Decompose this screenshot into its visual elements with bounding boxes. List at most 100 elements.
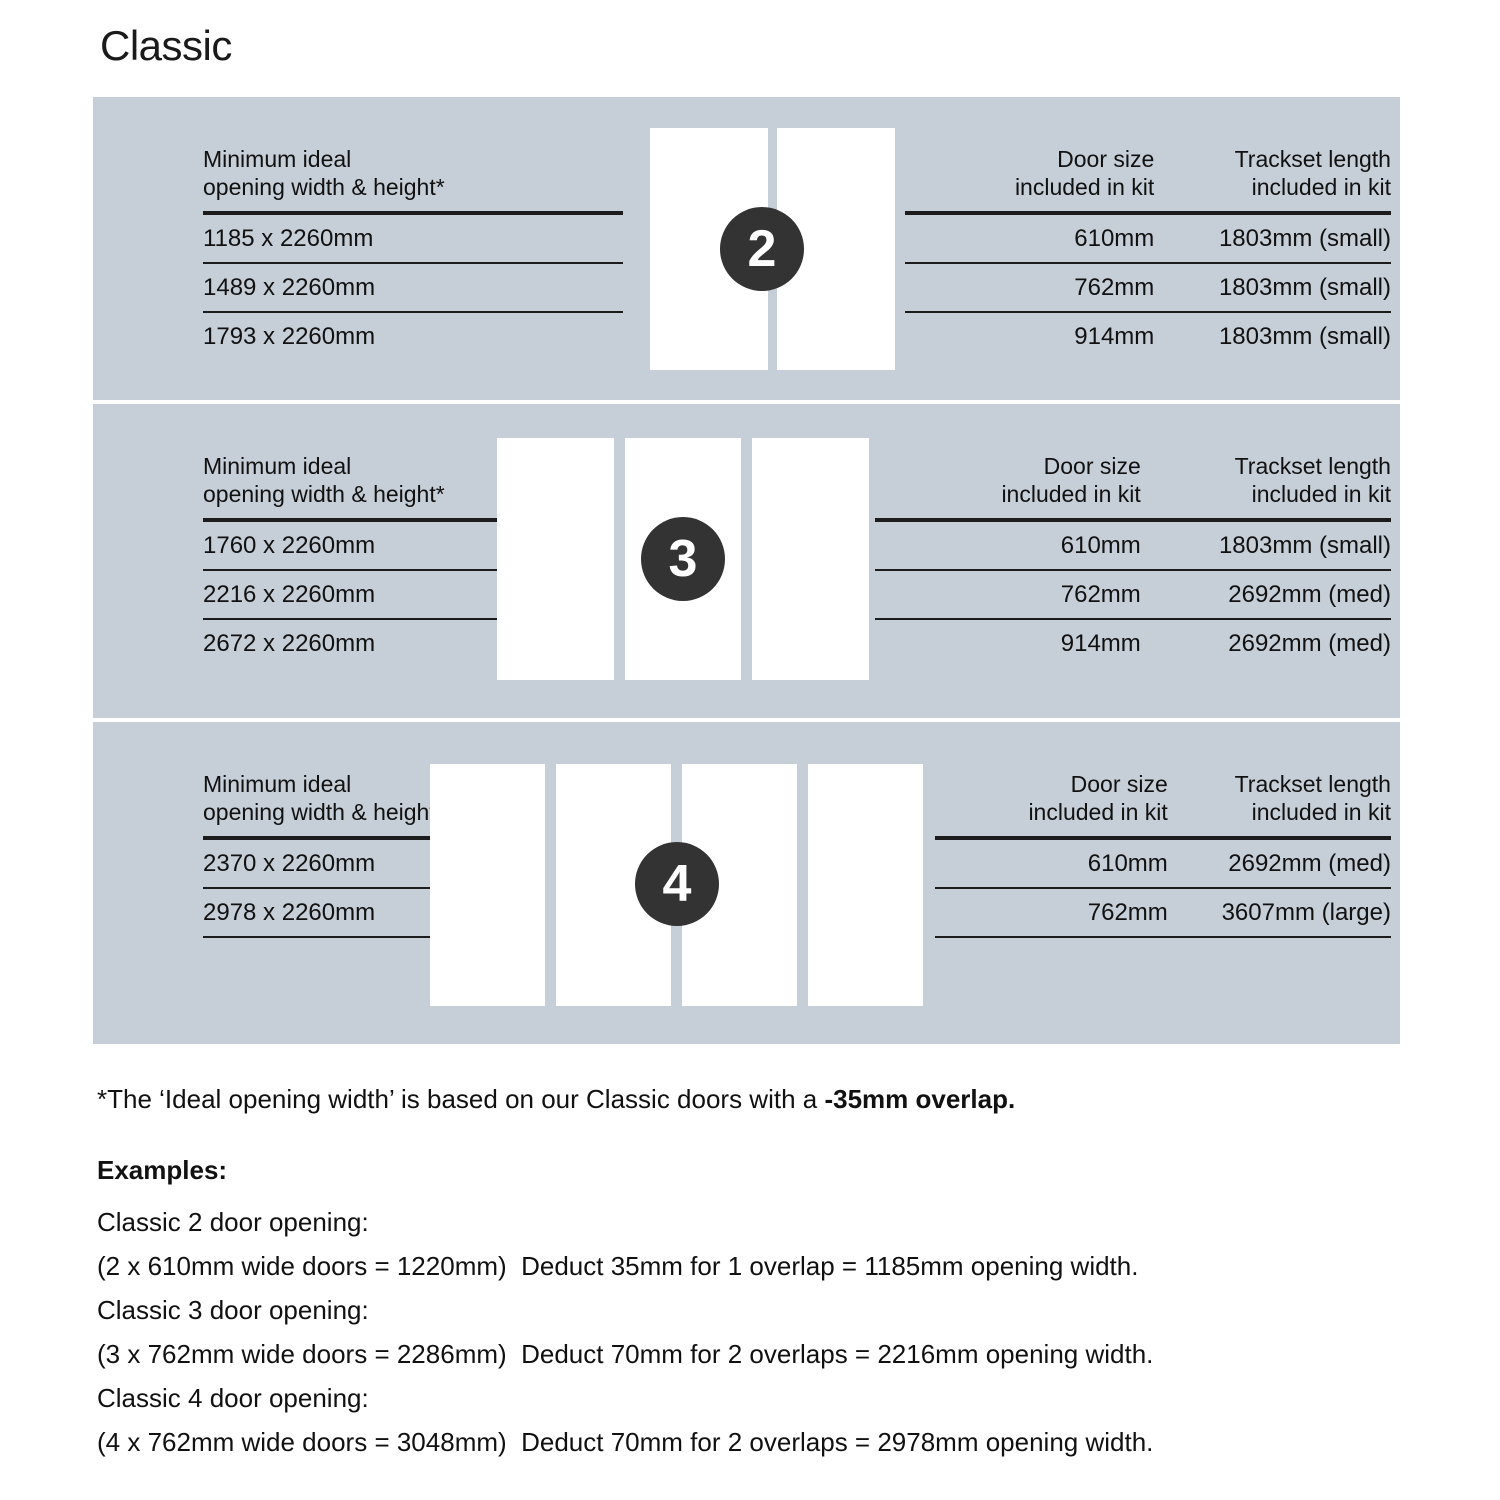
table-row: 762mm 1803mm (small) — [905, 264, 1391, 311]
door-count-badge: 4 — [635, 842, 719, 926]
table-rule-thick — [203, 836, 521, 840]
table-row: 2370 x 2260mm — [203, 840, 521, 887]
page-title: Classic — [100, 22, 232, 69]
opening-size-value: 2216 x 2260mm — [203, 580, 376, 608]
table-row: 610mm 1803mm (small) — [875, 522, 1391, 569]
door-panel — [497, 438, 614, 680]
table-row: 1489 x 2260mm — [203, 264, 623, 311]
opening-size-table-2-door: Minimum ideal opening width & height* 11… — [203, 145, 623, 360]
table-row: 2978 x 2260mm — [203, 889, 521, 936]
kit-contents-header-row: Door size included in kit Trackset lengt… — [935, 770, 1391, 826]
table-rule-thick — [935, 836, 1391, 840]
kit-contents-table-4-door: Door size included in kit Trackset lengt… — [935, 770, 1391, 938]
door-size-header: Door size included in kit — [1028, 771, 1168, 825]
opening-size-table-3-door: Minimum ideal opening width & height* 17… — [203, 452, 578, 667]
footnote-text: *The ‘Ideal opening width’ is based on o… — [97, 1084, 825, 1114]
door-size-value: 762mm — [1074, 273, 1155, 301]
table-rule-thin — [905, 262, 1391, 264]
table-rule-thin — [905, 311, 1391, 313]
table-rule-thin — [203, 311, 623, 313]
opening-size-header: Minimum ideal opening width & height* — [203, 453, 445, 507]
opening-size-value: 1760 x 2260mm — [203, 531, 376, 559]
table-rule-thick — [203, 518, 578, 522]
door-size-value: 914mm — [1060, 629, 1141, 657]
table-rule-thick — [203, 211, 623, 215]
table-row: 914mm 1803mm (small) — [905, 313, 1391, 360]
section-2-door: Minimum ideal opening width & height* 11… — [93, 97, 1400, 400]
example-line: (4 x 762mm wide doors = 3048mm) Deduct 7… — [97, 1427, 1154, 1457]
example-line: Classic 2 door opening: — [97, 1207, 369, 1237]
trackset-value: 2692mm (med) — [1228, 849, 1391, 877]
table-rule-thin — [935, 887, 1391, 889]
trackset-header: Trackset length included in kit — [1234, 771, 1391, 825]
table-row: 1760 x 2260mm — [203, 522, 578, 569]
trackset-value: 1803mm (small) — [1218, 273, 1391, 301]
trackset-value: 1803mm (small) — [1218, 322, 1391, 350]
table-row: 610mm 1803mm (small) — [905, 215, 1391, 262]
door-count-badge: 2 — [720, 207, 804, 291]
opening-size-table-4-door: Minimum ideal opening width & height* 23… — [203, 770, 521, 938]
door-count-badge: 3 — [641, 517, 725, 601]
overlap-footnote: *The ‘Ideal opening width’ is based on o… — [97, 1084, 1015, 1115]
table-row: 914mm 2692mm (med) — [875, 620, 1391, 667]
table-rule-thin — [203, 936, 521, 938]
table-rule-thick — [905, 211, 1391, 215]
door-size-value: 610mm — [1087, 849, 1168, 877]
table-row: 610mm 2692mm (med) — [935, 840, 1391, 887]
table-row: 762mm 3607mm (large) — [935, 889, 1391, 936]
trackset-value: 1803mm (small) — [1218, 224, 1391, 252]
table-row: 2216 x 2260mm — [203, 571, 578, 618]
opening-size-value: 1793 x 2260mm — [203, 322, 376, 350]
opening-size-value: 1185 x 2260mm — [203, 224, 374, 252]
examples-heading: Examples: — [97, 1155, 228, 1185]
table-rule-thin — [203, 887, 521, 889]
trackset-value: 2692mm (med) — [1228, 629, 1391, 657]
door-panel — [430, 764, 545, 1006]
kit-contents-table-2-door: Door size included in kit Trackset lengt… — [905, 145, 1391, 360]
opening-size-value: 2672 x 2260mm — [203, 629, 376, 657]
kit-contents-header-row: Door size included in kit Trackset lengt… — [875, 452, 1391, 508]
table-rule-thin — [935, 936, 1391, 938]
door-panel — [808, 764, 923, 1006]
table-row: 1793 x 2260mm — [203, 313, 623, 360]
kit-contents-header-row: Door size included in kit Trackset lengt… — [905, 145, 1391, 201]
example-line: Classic 3 door opening: — [97, 1295, 369, 1325]
table-row: 1185 x 2260mm — [203, 215, 623, 262]
spec-panel: Minimum ideal opening width & height* 11… — [93, 97, 1400, 1044]
kit-contents-table-3-door: Door size included in kit Trackset lengt… — [875, 452, 1391, 667]
table-row: 762mm 2692mm (med) — [875, 571, 1391, 618]
section-3-door: Minimum ideal opening width & height* 17… — [93, 404, 1400, 718]
trackset-header: Trackset length included in kit — [1234, 453, 1391, 507]
table-row: 2672 x 2260mm — [203, 620, 578, 667]
table-rule-thin — [875, 618, 1391, 620]
table-rule-thin — [203, 569, 578, 571]
trackset-value: 1803mm (small) — [1218, 531, 1391, 559]
footnote-bold-text: -35mm overlap. — [824, 1084, 1016, 1114]
door-size-value: 762mm — [1060, 580, 1141, 608]
door-panel — [752, 438, 870, 680]
section-divider — [93, 718, 1400, 722]
table-rule-thin — [875, 569, 1391, 571]
opening-size-value: 1489 x 2260mm — [203, 273, 376, 301]
opening-size-value: 2978 x 2260mm — [203, 898, 376, 926]
examples-list: Classic 2 door opening: (2 x 610mm wide … — [97, 1200, 1437, 1464]
door-size-value: 610mm — [1074, 224, 1155, 252]
table-rule-thin — [203, 618, 578, 620]
example-line: (3 x 762mm wide doors = 2286mm) Deduct 7… — [97, 1339, 1154, 1369]
opening-size-value: 2370 x 2260mm — [203, 849, 376, 877]
opening-size-header: Minimum ideal opening width & height* — [203, 146, 445, 200]
door-size-value: 610mm — [1060, 531, 1141, 559]
example-line: Classic 4 door opening: — [97, 1383, 369, 1413]
section-4-door: Minimum ideal opening width & height* 23… — [93, 722, 1400, 1044]
table-rule-thick — [875, 518, 1391, 522]
section-divider — [93, 400, 1400, 404]
trackset-header: Trackset length included in kit — [1234, 146, 1391, 200]
trackset-value: 3607mm (large) — [1221, 898, 1391, 926]
door-size-value: 914mm — [1074, 322, 1155, 350]
door-size-header: Door size included in kit — [1014, 146, 1155, 200]
table-rule-thin — [203, 262, 623, 264]
door-size-header: Door size included in kit — [1001, 453, 1141, 507]
trackset-value: 2692mm (med) — [1228, 580, 1391, 608]
door-size-value: 762mm — [1087, 898, 1168, 926]
example-line: (2 x 610mm wide doors = 1220mm) Deduct 3… — [97, 1251, 1139, 1281]
